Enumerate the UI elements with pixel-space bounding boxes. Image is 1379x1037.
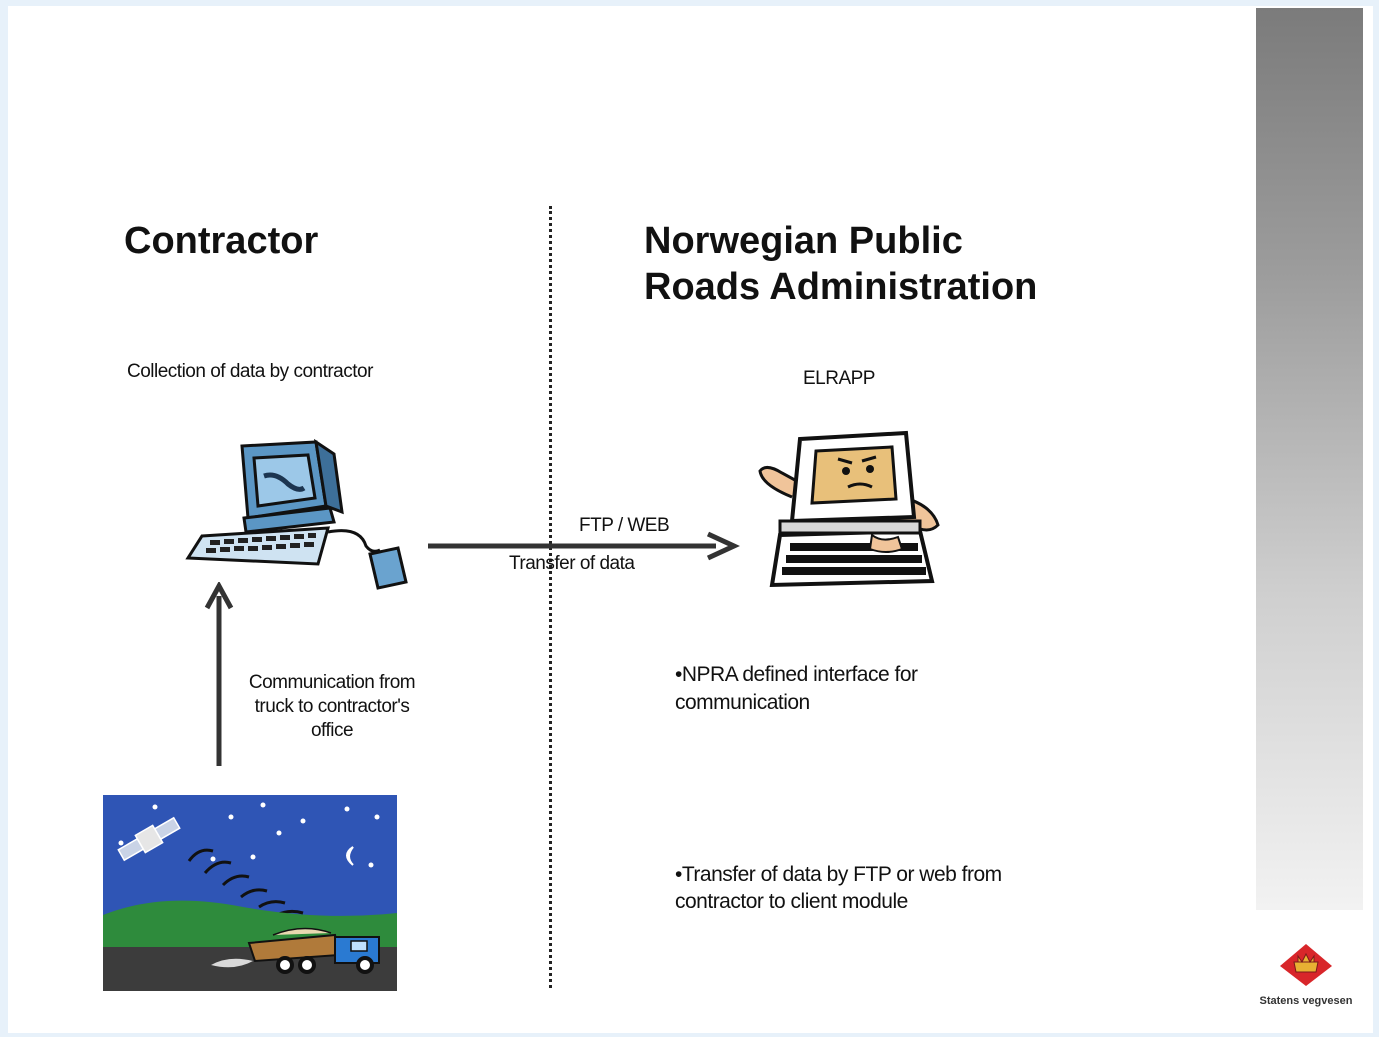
ftp-web-label: FTP / WEB — [579, 515, 670, 536]
dotted-divider — [549, 206, 552, 988]
logo-emblem-icon — [1280, 944, 1332, 986]
logo-caption: Statens vegvesen — [1259, 995, 1353, 1007]
cartoon-computer-icon — [758, 430, 940, 588]
communication-line-2: truck to contractor's — [254, 696, 410, 717]
bullet-transfer-line2: contractor to client module — [675, 890, 908, 913]
transfer-of-data-label: Transfer of data — [509, 553, 635, 574]
contractor-heading: Contractor — [124, 220, 319, 262]
elrapp-caption: ELRAPP — [803, 368, 875, 389]
communication-line-1: Communication from — [248, 672, 416, 693]
npra-heading-line2: Roads Administration — [644, 266, 1038, 308]
bullet-interface-line2: communication — [675, 691, 810, 714]
satellite-truck-scene — [103, 795, 397, 991]
collection-caption: Collection of data by contractor — [127, 361, 373, 382]
communication-line-3: office — [310, 720, 354, 741]
bullet-interface-line1: •NPRA defined interface for — [675, 663, 918, 686]
computer-icon — [185, 438, 408, 590]
statens-vegvesen-logo: Statens vegvesen — [1244, 942, 1368, 1014]
npra-heading-line1: Norwegian Public — [644, 220, 963, 262]
bullet-transfer-line1: •Transfer of data by FTP or web from — [675, 863, 1002, 886]
grey-sidebar — [1256, 8, 1363, 910]
communication-caption: Communication from truck to contractor's… — [232, 671, 432, 743]
transfer-arrow — [428, 531, 740, 561]
communication-arrow — [204, 582, 234, 766]
